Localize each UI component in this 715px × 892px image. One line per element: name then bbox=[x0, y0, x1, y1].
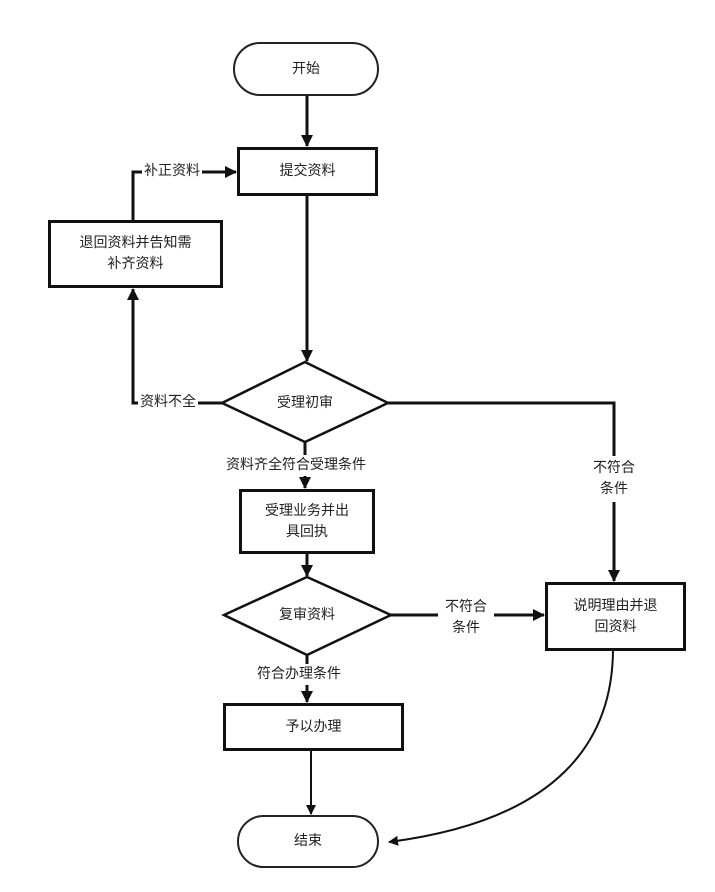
handle-box: 予以办理 bbox=[223, 703, 404, 751]
edge-label-complete: 资料齐全符合受理条件 bbox=[224, 455, 368, 476]
initial-review-label: 受理初审 bbox=[277, 394, 333, 411]
handle-label: 予以办理 bbox=[285, 718, 342, 735]
explain-return-box: 说明理由并退 回资料 bbox=[545, 582, 686, 651]
decision-re-review-shape bbox=[221, 575, 394, 657]
edge-initial-review-to-explain-return bbox=[388, 401, 620, 582]
edge-label-qualified: 符合办理条件 bbox=[255, 664, 343, 685]
edge-label-supplement: 补正资料 bbox=[142, 161, 202, 182]
initial-review-decision: 受理初审 bbox=[245, 392, 365, 414]
return-supplement-label: 退回资料并告知需 补齐资料 bbox=[79, 235, 192, 272]
end-label: 结束 bbox=[294, 833, 322, 849]
return-supplement-box: 退回资料并告知需 补齐资料 bbox=[48, 220, 223, 288]
end-terminal: 结束 bbox=[237, 815, 379, 868]
edge-incomplete-to-return-box bbox=[127, 288, 222, 405]
start-label: 开始 bbox=[292, 60, 320, 77]
accept-receipt-label: 受理业务并出 具回执 bbox=[265, 502, 349, 540]
re-review-decision: 复审资料 bbox=[247, 604, 367, 626]
explain-return-label: 说明理由并退 回资料 bbox=[573, 597, 658, 635]
submit-materials-box: 提交资料 bbox=[237, 147, 378, 196]
accept-receipt-box: 受理业务并出 具回执 bbox=[239, 489, 375, 554]
edge-label-not-qualified-initial: 不符合 条件 bbox=[590, 456, 638, 502]
start-terminal: 开始 bbox=[233, 42, 379, 96]
edge-label-incomplete: 资料不全 bbox=[138, 392, 198, 413]
edge-explain-return-to-end bbox=[388, 650, 614, 846]
submit-materials-label: 提交资料 bbox=[279, 163, 336, 179]
edge-label-not-qualified-re-review: 不符合 条件 bbox=[438, 597, 494, 639]
re-review-label: 复审资料 bbox=[279, 606, 335, 623]
decision-initial-review-shape bbox=[219, 360, 391, 444]
